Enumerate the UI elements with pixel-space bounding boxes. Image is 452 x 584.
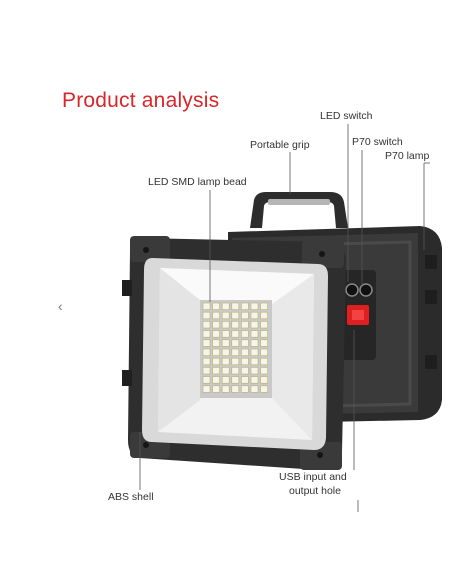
led-bead: [202, 330, 211, 338]
led-bead: [241, 321, 249, 329]
led-bead: [221, 321, 230, 329]
led-bead: [212, 348, 220, 356]
leader-lines: [139, 124, 430, 512]
label-led-switch: LED switch: [320, 110, 373, 122]
p70-switch-icon: [359, 283, 373, 297]
led-bead: [202, 339, 211, 347]
led-bead: [250, 367, 259, 375]
led-bead: [202, 357, 211, 366]
label-p70-switch: P70 switch: [352, 136, 403, 148]
led-bead: [241, 376, 249, 384]
led-bead: [221, 302, 230, 310]
led-bead: [212, 321, 220, 329]
led-bead: [241, 385, 249, 393]
led-bead: [241, 302, 249, 310]
led-bead: [221, 385, 230, 393]
label-led-smd: LED SMD lamp bead: [148, 176, 247, 188]
led-bead: [231, 311, 240, 320]
led-bead: [250, 348, 259, 356]
led-bead: [231, 339, 240, 347]
led-bead: [212, 385, 220, 393]
led-bead: [212, 330, 220, 338]
label-p70-lamp: P70 lamp: [385, 150, 430, 162]
led-bead: [260, 348, 268, 356]
prev-arrow-icon[interactable]: ‹: [58, 298, 63, 314]
page-title: Product analysis: [62, 89, 220, 112]
led-bead: [260, 330, 268, 338]
led-bead: [212, 339, 220, 347]
led-bead: [221, 348, 230, 356]
led-bead: [250, 330, 259, 338]
led-bead: [212, 367, 220, 375]
led-bead: [231, 321, 240, 329]
led-bead: [231, 330, 240, 338]
led-smd-array: [200, 300, 272, 398]
led-bead: [202, 367, 211, 375]
led-bead: [212, 302, 220, 310]
led-bead: [221, 311, 230, 320]
led-bead: [231, 376, 240, 384]
led-bead: [231, 302, 240, 310]
led-bead: [260, 376, 268, 384]
led-switch-icon: [345, 283, 359, 297]
led-bead: [260, 385, 268, 393]
led-bead: [260, 321, 268, 329]
led-bead: [221, 376, 230, 384]
portable-grip: [250, 192, 348, 228]
led-bead: [241, 311, 249, 320]
label-usb-line2: output hole: [289, 485, 341, 497]
led-bead: [212, 311, 220, 320]
led-bead: [260, 339, 268, 347]
led-bead: [212, 357, 220, 366]
led-bead: [202, 302, 211, 310]
led-bead: [260, 357, 268, 366]
led-bead: [241, 357, 249, 366]
label-abs-shell: ABS shell: [108, 491, 154, 503]
led-bead: [221, 339, 230, 347]
label-portable-grip: Portable grip: [250, 139, 310, 151]
led-bead: [250, 311, 259, 320]
led-bead: [241, 348, 249, 356]
led-bead: [231, 357, 240, 366]
label-usb-line1: USB input and: [279, 471, 347, 483]
led-bead: [202, 311, 211, 320]
led-bead: [241, 339, 249, 347]
led-bead: [250, 339, 259, 347]
led-bead: [260, 367, 268, 375]
led-bead: [241, 367, 249, 375]
led-bead: [231, 385, 240, 393]
led-bead: [250, 302, 259, 310]
led-bead: [202, 348, 211, 356]
led-bead: [221, 367, 230, 375]
led-bead: [202, 321, 211, 329]
led-bead: [202, 376, 211, 384]
led-bead: [202, 385, 211, 393]
led-bead: [260, 302, 268, 310]
led-bead: [250, 376, 259, 384]
led-bead: [221, 357, 230, 366]
led-bead: [231, 367, 240, 375]
led-bead: [221, 330, 230, 338]
led-bead: [260, 311, 268, 320]
led-bead: [231, 348, 240, 356]
led-bead: [250, 385, 259, 393]
led-bead: [250, 357, 259, 366]
led-bead: [212, 376, 220, 384]
led-bead: [241, 330, 249, 338]
led-bead: [250, 321, 259, 329]
